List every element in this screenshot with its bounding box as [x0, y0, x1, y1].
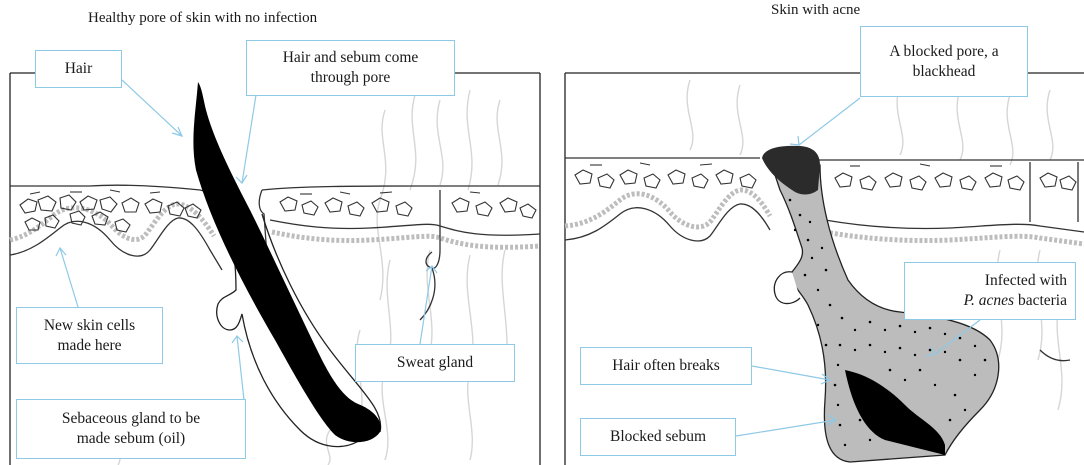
label-blocked-sebum-text: Blocked sebum	[610, 427, 706, 447]
label-new-skin-cells-line1: New skin cells	[44, 316, 135, 336]
left-cells-b	[280, 192, 536, 218]
label-new-skin-cells-line2: made here	[57, 336, 121, 356]
label-hair-sebum-line1: Hair and sebum come	[283, 48, 419, 68]
right-panel-title: Skin with acne	[771, 2, 860, 19]
label-blocked-pore-line1: A blocked pore, a	[889, 42, 998, 62]
label-sebaceous-line1: Sebaceous gland to be	[62, 409, 200, 429]
label-blocked-pore: A blocked pore, a blackhead	[860, 26, 1028, 97]
label-sweat-gland: Sweat gland	[355, 344, 515, 382]
left-hair-shaft	[193, 82, 380, 442]
label-infected-line1: Infected with	[985, 271, 1067, 291]
left-cells-a	[20, 190, 201, 232]
label-hair: Hair	[35, 50, 122, 88]
label-infected-species: P. acnes	[964, 292, 1015, 309]
left-panel-title: Healthy pore of skin with no infection	[88, 10, 317, 27]
label-hair-sebum: Hair and sebum come through pore	[246, 40, 455, 96]
right-cells	[575, 163, 1076, 190]
label-infected-line2: P. acnes bacteria	[964, 291, 1067, 311]
label-infected-suffix: bacteria	[1014, 292, 1067, 309]
label-hair-sebum-line2: through pore	[311, 68, 391, 88]
label-infected: Infected with P. acnes bacteria	[904, 262, 1076, 320]
label-hair-text: Hair	[65, 59, 93, 79]
label-sebaceous-gland: Sebaceous gland to be made sebum (oil)	[16, 399, 246, 459]
label-hair-breaks-text: Hair often breaks	[612, 356, 720, 376]
label-hair-breaks: Hair often breaks	[580, 347, 752, 385]
label-new-skin-cells: New skin cells made here	[16, 307, 163, 364]
label-blocked-sebum: Blocked sebum	[580, 418, 736, 456]
label-sweat-gland-text: Sweat gland	[397, 353, 473, 373]
right-blackhead	[762, 146, 820, 195]
label-blocked-pore-line2: blackhead	[913, 62, 976, 82]
label-sebaceous-line2: made sebum (oil)	[77, 429, 185, 449]
